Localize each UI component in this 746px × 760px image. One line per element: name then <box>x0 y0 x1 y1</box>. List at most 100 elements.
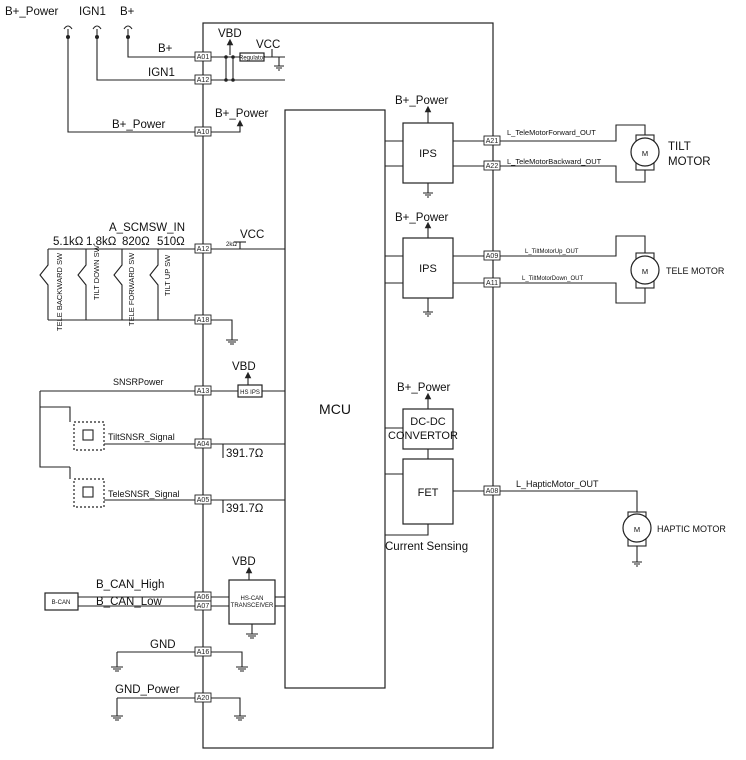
tele-fwd-label: L_TeleMotorForward_OUT <box>507 128 596 137</box>
snsrpower-label: SNSRPower <box>113 377 164 387</box>
current-sensing-label: Current Sensing <box>385 541 468 553</box>
can-transceiver <box>228 579 276 625</box>
vbd-hs-label: VBD <box>232 361 256 373</box>
svg-text:M: M <box>642 149 648 158</box>
ips1-label: IPS <box>419 148 437 160</box>
pin-A08: A08 <box>483 485 501 496</box>
svg-text:A11: A11 <box>486 280 498 287</box>
tele-motor-label: TELE MOTOR <box>666 266 725 276</box>
hs-ips-label: HS IPS <box>240 390 260 396</box>
dcdc-label-1: CONVERTOR <box>388 430 458 442</box>
tilt-signal-label: TiltSNSR_Signal <box>108 432 175 442</box>
vbd-can-label: VBD <box>232 556 256 568</box>
svg-text:A01: A01 <box>197 54 210 61</box>
switch-label-0: TELE BACKWARD SW <box>55 252 64 331</box>
gnd-power-label: GND_Power <box>115 684 180 696</box>
svg-text:A09: A09 <box>486 253 499 260</box>
pin-A04: A04 <box>194 438 212 449</box>
tele-motor: M <box>630 252 660 289</box>
ips1-block <box>402 122 454 184</box>
pin-A05: A05 <box>194 494 212 505</box>
pin-A20: A20 <box>194 692 212 703</box>
switch-label-1: TILT DOWN SW <box>92 244 101 300</box>
vbd-label: VBD <box>218 28 242 40</box>
tilt-sensor <box>73 421 105 451</box>
ips2-label: IPS <box>419 263 437 275</box>
tilt-motor-label-1: MOTOR <box>668 156 711 168</box>
can-low-label: B_CAN_Low <box>96 596 163 608</box>
haptic-motor: M <box>622 511 652 547</box>
pin-A10: A10 <box>194 126 212 137</box>
source-ign1-label: IGN1 <box>79 6 106 18</box>
pin-A09: A09 <box>483 250 501 261</box>
resistor-label-1: 1.8kΩ <box>86 236 117 248</box>
pin-A11: A11 <box>483 277 501 288</box>
source-bplus-label: B+ <box>120 6 135 18</box>
dcdc-block <box>402 408 454 450</box>
switch-ladder <box>39 249 195 321</box>
transceiver-label-0: HS-CAN <box>240 596 263 602</box>
haptic-motor-label: HAPTIC MOTOR <box>657 524 726 534</box>
regulator-label: Regulator <box>239 56 265 62</box>
bpower-label: B+_Power <box>112 119 166 131</box>
can-high-label: B_CAN_High <box>96 579 164 591</box>
svg-text:A04: A04 <box>197 441 210 448</box>
pin-A13: A13 <box>194 385 212 396</box>
svg-text:A21: A21 <box>486 138 499 145</box>
pin-A21: A21 <box>483 135 501 146</box>
resistor-label-3: 510Ω <box>157 236 185 248</box>
tilt-up-label: L_TiltMotorUp_OUT <box>525 249 579 255</box>
pin-A12-ign: A12 <box>194 74 212 85</box>
r-pull1-label: 391.7Ω <box>226 448 264 460</box>
r2k-label: 2kΩ <box>226 242 237 248</box>
tele-bwd-label: L_TeleMotorBackward_OUT <box>507 157 602 166</box>
svg-text:A16: A16 <box>197 649 210 656</box>
switch-label-3: TILT UP SW <box>163 254 172 296</box>
transceiver-label-1: TRANSCEIVER <box>231 603 274 609</box>
tilt-motor: M <box>630 134 660 171</box>
svg-text:A07: A07 <box>197 603 210 610</box>
tele-sensor <box>73 478 105 508</box>
tilt-motor-label-0: TILT <box>668 141 691 153</box>
haptic-out-label: L_HapticMotor_OUT <box>516 479 599 489</box>
mcu-label: MCU <box>319 401 351 417</box>
svg-text:A13: A13 <box>197 388 210 395</box>
resistor-label-0: 5.1kΩ <box>53 236 84 248</box>
pin-A06: A06 <box>194 591 212 602</box>
bpower1-label: B+_Power <box>395 95 449 107</box>
svg-text:M: M <box>634 525 640 534</box>
svg-text:A20: A20 <box>197 695 210 702</box>
top-sources: B+_Power IGN1 B+ <box>5 6 135 39</box>
pin-A01: A01 <box>194 51 212 62</box>
svg-text:A05: A05 <box>197 497 210 504</box>
source-bpower-label: B+_Power <box>5 6 59 18</box>
svg-text:A22: A22 <box>486 163 499 170</box>
bplus-label: B+ <box>158 43 173 55</box>
svg-text:A18: A18 <box>197 317 210 324</box>
pin-A18: A18 <box>194 314 212 325</box>
vcc-label: VCC <box>256 39 280 51</box>
scmsw-label: A_SCMSW_IN <box>109 222 185 234</box>
gnd-label: GND <box>150 639 176 651</box>
resistor-label-2: 820Ω <box>122 236 150 248</box>
pin-A07: A07 <box>194 600 212 611</box>
bcan-label: B-CAN <box>52 600 71 606</box>
pin-A16: A16 <box>194 646 212 657</box>
mcu-block <box>284 109 386 689</box>
bpower-internal-label: B+_Power <box>215 108 269 120</box>
pin-A22: A22 <box>483 160 501 171</box>
pin-A12-sw: A12 <box>194 243 212 254</box>
ign1-label: IGN1 <box>148 67 175 79</box>
switch-label-2: TELE FORWARD SW <box>127 252 136 326</box>
svg-text:A12: A12 <box>197 246 210 253</box>
ips2-block <box>402 237 454 299</box>
tele-signal-label: TeleSNSR_Signal <box>108 489 180 499</box>
svg-text:A12: A12 <box>197 77 210 84</box>
svg-text:M: M <box>642 267 648 276</box>
svg-text:A08: A08 <box>486 488 499 495</box>
svg-text:A06: A06 <box>197 594 210 601</box>
bpower3-label: B+_Power <box>397 382 451 394</box>
dcdc-label-0: DC-DC <box>410 416 445 428</box>
